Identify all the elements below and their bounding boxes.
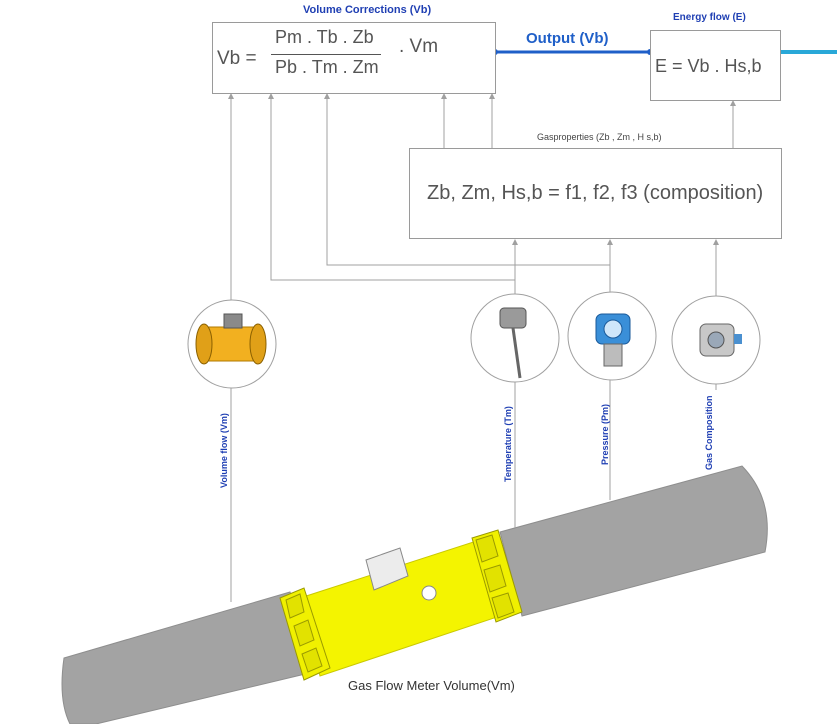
vb-denominator: Pb . Tm . Zm bbox=[275, 57, 379, 77]
pipe-right bbox=[499, 465, 768, 617]
volume-flow-label: Volume flow (Vm) bbox=[219, 413, 229, 488]
flow-meter-label: Gas Flow Meter Volume(Vm) bbox=[348, 678, 515, 693]
gas-properties-title: Gasproperties (Zb , Zm , H s,b) bbox=[537, 132, 662, 142]
vb-numerator: Pm . Tb . Zb bbox=[275, 27, 374, 47]
pressure-label: Pressure (Pm) bbox=[600, 403, 610, 465]
volume-corrections-box: Vb = Pm . Tb . Zb Pb . Tm . Zm . Vm bbox=[212, 22, 496, 94]
volume-corrections-title: Volume Corrections (Vb) bbox=[303, 4, 432, 16]
flow-meter-body bbox=[279, 529, 523, 681]
vb-lhs: Vb = bbox=[217, 48, 257, 69]
energy-formula: E = Vb . Hs,b bbox=[655, 56, 762, 76]
sensor-gas-composition bbox=[671, 295, 761, 385]
output-line bbox=[492, 49, 653, 55]
temperature-label: Temperature (Tm) bbox=[503, 406, 513, 482]
vb-multiplier: . Vm bbox=[399, 36, 439, 57]
sensor-temperature bbox=[470, 293, 560, 383]
gas-composition-label: Gas Composition bbox=[704, 395, 714, 470]
output-label: Output (Vb) bbox=[526, 30, 609, 47]
sensor-pressure bbox=[567, 291, 657, 381]
energy-flow-box: E = Vb . Hs,b bbox=[650, 30, 781, 101]
gas-properties-formula: Zb, Zm, Hs,b = f1, f2, f3 (composition) bbox=[427, 182, 764, 204]
fraction-bar bbox=[271, 54, 381, 55]
pipe-left bbox=[61, 591, 323, 724]
gas-properties-box: Zb, Zm, Hs,b = f1, f2, f3 (composition) bbox=[409, 148, 782, 239]
sensor-volume-flow bbox=[187, 299, 277, 389]
energy-flow-title: Energy flow (E) bbox=[673, 12, 746, 23]
